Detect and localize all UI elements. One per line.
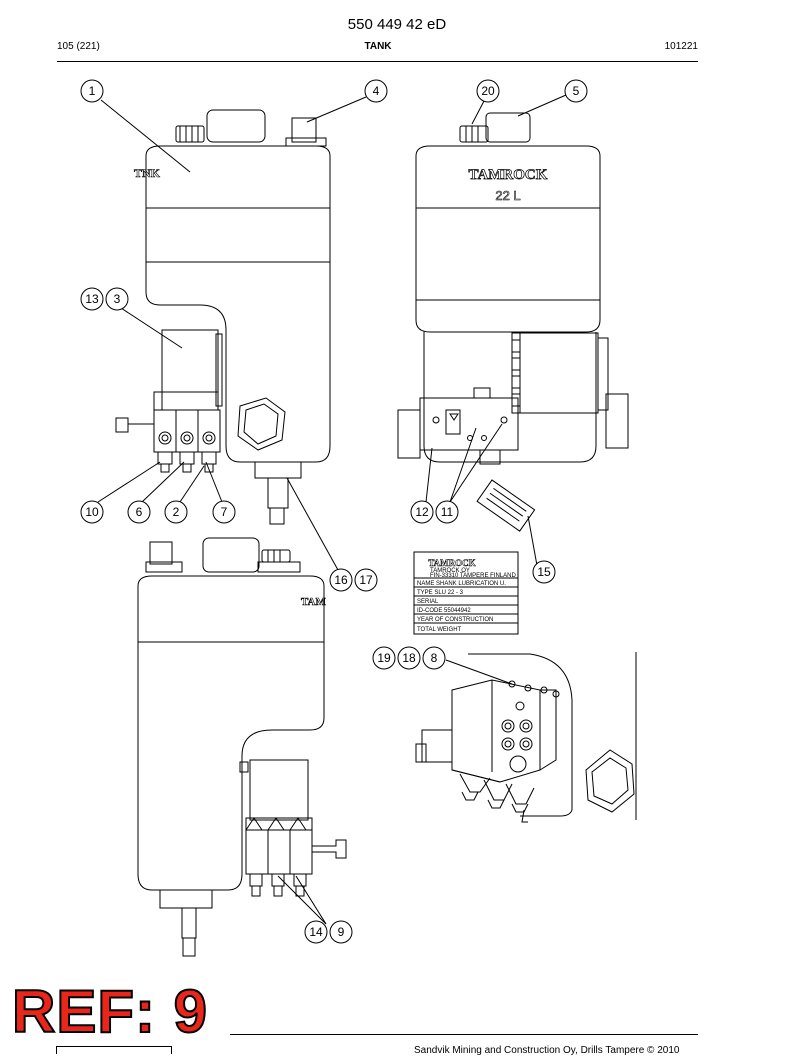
callout-14: 14 — [309, 925, 323, 939]
nameplate-row-serial: SERIAL — [417, 599, 439, 605]
nameplate-row-weight: TOTAL WEIGHT — [417, 627, 462, 633]
callout-10: 10 — [85, 505, 99, 519]
header-rule — [57, 61, 698, 62]
callout-bubbles — [80, 79, 588, 944]
callout-9: 9 — [338, 925, 345, 939]
callout-15: 15 — [537, 565, 551, 579]
callout-16: 16 — [334, 573, 348, 587]
callout-11: 11 — [441, 505, 454, 519]
footer-rule — [230, 1034, 698, 1035]
brand-text-view3: TAM — [301, 596, 326, 608]
callout-18: 18 — [402, 651, 416, 665]
nameplate-row-name: NAME SHANK LUBRICATION U. — [417, 581, 506, 587]
nameplate-address-2: FIN-33310 TAMPERE FINLAND — [430, 573, 516, 579]
page-reference: 105 (221) — [57, 41, 100, 52]
leader-lines — [97, 94, 567, 925]
callout-13: 13 — [85, 292, 99, 306]
page-title: TANK — [364, 41, 392, 52]
callout-3: 3 — [114, 292, 121, 306]
callout-2: 2 — [173, 505, 180, 519]
capacity-text: 22 L — [495, 188, 520, 203]
date-code: 101221 — [664, 41, 698, 52]
brand-text-view1: TNK — [134, 166, 161, 180]
callout-17: 17 — [359, 573, 373, 587]
brand-text-view2: TAMROCK — [469, 167, 548, 183]
ref-stamp: REF: 9 — [11, 978, 209, 1045]
nameplate-brand: TAMROCK — [428, 558, 475, 568]
nameplate — [413, 551, 519, 635]
footer-copyright: Sandvik Mining and Construction Oy, Dril… — [414, 1045, 680, 1056]
detail-view — [415, 652, 637, 823]
callout-12: 12 — [415, 505, 429, 519]
footer-logo-fragment — [56, 1046, 172, 1054]
callout-1: 1 — [89, 84, 96, 98]
callout-7: 7 — [221, 505, 228, 519]
callout-19: 19 — [377, 651, 391, 665]
nameplate-address-1: TAMROCK OY — [430, 568, 470, 574]
nameplate-row-id-code: ID-CODE 55044942 — [417, 608, 471, 614]
callout-20: 20 — [481, 84, 495, 98]
callout-8: 8 — [431, 651, 438, 665]
callout-4: 4 — [373, 84, 380, 98]
document-code: 550 449 42 eD — [347, 16, 447, 33]
callout-5: 5 — [573, 84, 580, 98]
nameplate-row-type: TYPE SLU 22 - 3 — [417, 590, 464, 596]
nameplate-row-year: YEAR OF CONSTRUCTION — [417, 617, 493, 623]
tank-view-rear — [137, 537, 347, 957]
callout-6: 6 — [136, 505, 143, 519]
tank-view-front-left — [115, 109, 331, 525]
